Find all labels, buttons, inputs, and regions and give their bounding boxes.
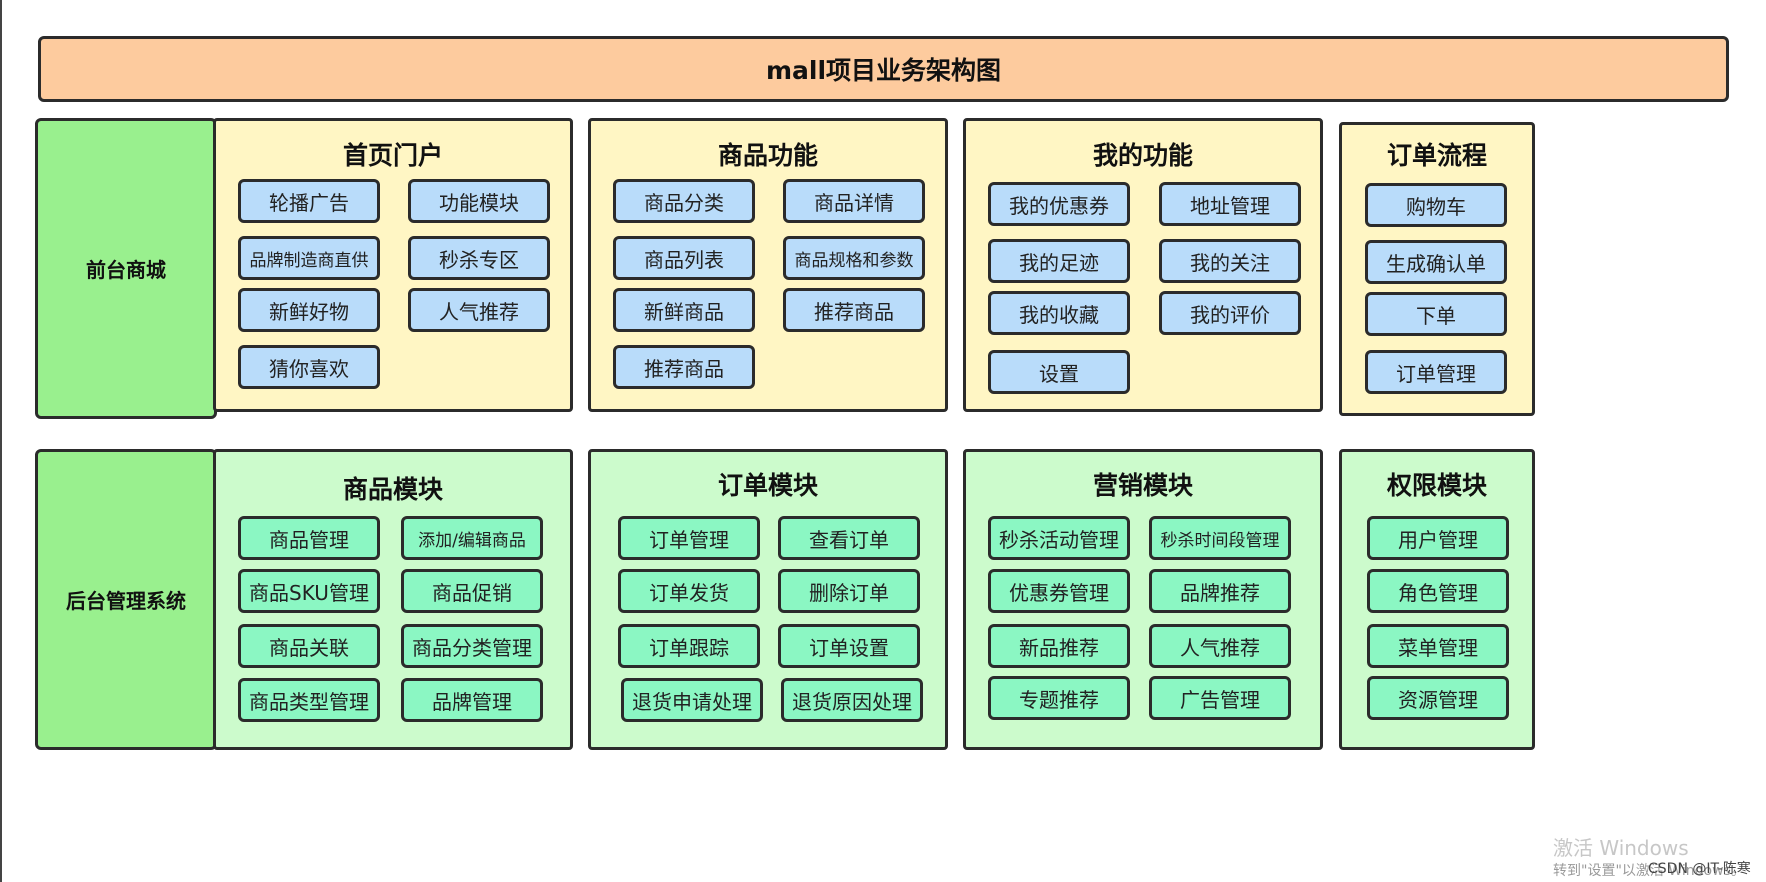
item-function-module[interactable]: 功能模块 — [408, 179, 550, 223]
item-product-promotion[interactable]: 商品促销 — [401, 569, 543, 613]
item-menu-management[interactable]: 菜单管理 — [1367, 624, 1509, 668]
panel-product-module: 商品模块 商品管理 添加/编辑商品 商品SKU管理 商品促销 商品关联 商品分类… — [213, 449, 573, 750]
windows-activation-hint: 转到"设置"以激活 Windows。 — [1553, 863, 1745, 879]
item-my-reviews[interactable]: 我的评价 — [1159, 291, 1301, 335]
item-ad-management[interactable]: 广告管理 — [1149, 676, 1291, 720]
item-my-favorites[interactable]: 我的收藏 — [988, 291, 1130, 335]
item-product-association[interactable]: 商品关联 — [238, 624, 380, 668]
item-return-request-processing[interactable]: 退货申请处理 — [621, 678, 763, 722]
item-delete-order[interactable]: 删除订单 — [778, 569, 920, 613]
panel-title: 我的功能 — [1092, 141, 1193, 170]
item-topic-recommend[interactable]: 专题推荐 — [988, 676, 1130, 720]
front-mall-label: 前台商城 — [35, 118, 217, 419]
item-product-category[interactable]: 商品分类 — [613, 179, 755, 223]
item-resource-management[interactable]: 资源管理 — [1367, 676, 1509, 720]
panel-title: 营销模块 — [1092, 471, 1193, 500]
item-order-settings[interactable]: 订单设置 — [778, 624, 920, 668]
item-flash-sale-management[interactable]: 秒杀活动管理 — [988, 516, 1130, 560]
item-brand-management[interactable]: 品牌管理 — [401, 678, 543, 722]
item-carousel-ad[interactable]: 轮播广告 — [238, 179, 380, 223]
item-product-list[interactable]: 商品列表 — [613, 236, 755, 280]
item-product-sku-management[interactable]: 商品SKU管理 — [238, 569, 380, 613]
item-return-reason-processing[interactable]: 退货原因处理 — [781, 678, 923, 722]
item-product-spec-params[interactable]: 商品规格和参数 — [783, 236, 925, 280]
item-fresh-product[interactable]: 新鲜商品 — [613, 288, 755, 332]
item-place-order[interactable]: 下单 — [1365, 292, 1507, 336]
item-product-category-management[interactable]: 商品分类管理 — [401, 624, 543, 668]
item-guess-you-like[interactable]: 猜你喜欢 — [238, 345, 380, 389]
item-address-management[interactable]: 地址管理 — [1159, 182, 1301, 226]
item-flash-sale-timeslot-management[interactable]: 秒杀时间段管理 — [1149, 516, 1291, 560]
item-order-management[interactable]: 订单管理 — [618, 516, 760, 560]
windows-activation-watermark: 激活 Windows — [1553, 836, 1689, 860]
panel-order-flow: 订单流程 购物车 生成确认单 下单 订单管理 — [1339, 122, 1535, 416]
item-product-management[interactable]: 商品管理 — [238, 516, 380, 560]
panel-permission-module: 权限模块 用户管理 角色管理 菜单管理 资源管理 — [1339, 449, 1535, 750]
item-order-shipping[interactable]: 订单发货 — [618, 569, 760, 613]
item-flash-sale-zone[interactable]: 秒杀专区 — [408, 236, 550, 280]
panel-order-module: 订单模块 订单管理 查看订单 订单发货 删除订单 订单跟踪 订单设置 退货申请处… — [588, 449, 948, 750]
panel-product-functions: 商品功能 商品分类 商品详情 商品列表 商品规格和参数 新鲜商品 推荐商品 推荐… — [588, 118, 948, 412]
item-fresh-goods[interactable]: 新鲜好物 — [238, 288, 380, 332]
item-recommended-product-2[interactable]: 推荐商品 — [613, 345, 755, 389]
item-brand-recommend[interactable]: 品牌推荐 — [1149, 569, 1291, 613]
item-popular-recommend[interactable]: 人气推荐 — [1149, 624, 1291, 668]
panel-my-functions: 我的功能 我的优惠券 地址管理 我的足迹 我的关注 我的收藏 我的评价 设置 — [963, 118, 1323, 412]
panel-title: 商品模块 — [342, 475, 443, 504]
item-shopping-cart[interactable]: 购物车 — [1365, 183, 1507, 227]
panel-home-portal: 首页门户 轮播广告 功能模块 品牌制造商直供 秒杀专区 新鲜好物 人气推荐 猜你… — [213, 118, 573, 412]
item-user-management[interactable]: 用户管理 — [1367, 516, 1509, 560]
panel-title: 商品功能 — [717, 141, 818, 170]
item-product-type-management[interactable]: 商品类型管理 — [238, 678, 380, 722]
item-coupon-management[interactable]: 优惠券管理 — [988, 569, 1130, 613]
item-order-tracking[interactable]: 订单跟踪 — [618, 624, 760, 668]
item-product-detail[interactable]: 商品详情 — [783, 179, 925, 223]
panel-title: 订单流程 — [1386, 141, 1487, 170]
item-new-product-recommend[interactable]: 新品推荐 — [988, 624, 1130, 668]
item-my-follows[interactable]: 我的关注 — [1159, 239, 1301, 283]
item-brand-direct[interactable]: 品牌制造商直供 — [238, 236, 380, 280]
csdn-credit: CSDN @IT-陈寒 — [1648, 861, 1751, 877]
item-settings[interactable]: 设置 — [988, 350, 1130, 394]
item-view-order[interactable]: 查看订单 — [778, 516, 920, 560]
item-generate-confirmation[interactable]: 生成确认单 — [1365, 240, 1507, 284]
item-popular-recommend[interactable]: 人气推荐 — [408, 288, 550, 332]
diagram-title: mall项目业务架构图 — [38, 36, 1729, 102]
item-role-management[interactable]: 角色管理 — [1367, 569, 1509, 613]
panel-title: 首页门户 — [342, 141, 443, 170]
item-my-footprints[interactable]: 我的足迹 — [988, 239, 1130, 283]
item-add-edit-product[interactable]: 添加/编辑商品 — [401, 516, 543, 560]
panel-marketing-module: 营销模块 秒杀活动管理 秒杀时间段管理 优惠券管理 品牌推荐 新品推荐 人气推荐… — [963, 449, 1323, 750]
panel-title: 权限模块 — [1386, 471, 1487, 500]
item-order-management[interactable]: 订单管理 — [1365, 350, 1507, 394]
panel-title: 订单模块 — [717, 471, 818, 500]
back-admin-label: 后台管理系统 — [35, 449, 217, 750]
left-border-line — [0, 0, 2, 882]
item-my-coupons[interactable]: 我的优惠券 — [988, 182, 1130, 226]
item-recommended-product[interactable]: 推荐商品 — [783, 288, 925, 332]
